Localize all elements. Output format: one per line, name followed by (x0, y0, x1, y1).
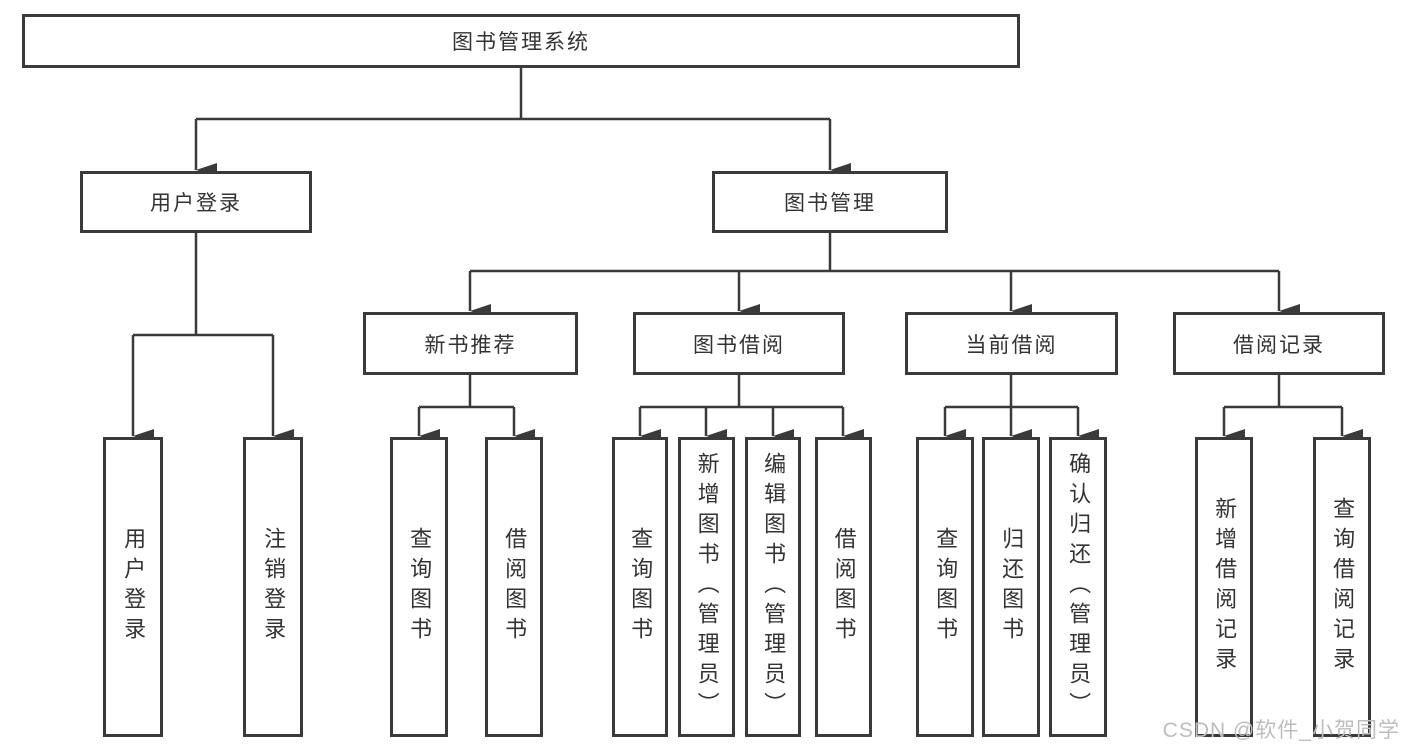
node-bb-add: 新增图书（管理员） (678, 437, 735, 737)
node-label: 借阅记录 (1233, 333, 1325, 357)
edge-book-mgmt-trunk (470, 233, 1279, 273)
node-label: 新书推荐 (424, 333, 517, 357)
node-label: 查询图书 (933, 527, 959, 647)
node-label: 借阅图书 (502, 527, 528, 647)
node-label: 注销登录 (261, 527, 287, 647)
node-label: 用户登录 (121, 527, 147, 647)
node-label: 查询图书 (628, 527, 654, 647)
node-label: 用户登录 (150, 192, 242, 215)
node-br-query: 查询借阅记录 (1313, 437, 1371, 737)
node-br-add: 新增借阅记录 (1195, 437, 1253, 737)
node-current-borrow: 当前借阅 (905, 312, 1118, 375)
node-user-login-group: 用户登录 (80, 171, 312, 233)
node-label: 查询借阅记录 (1330, 497, 1356, 677)
node-book-borrow: 图书借阅 (633, 312, 845, 375)
node-logout: 注销登录 (243, 437, 303, 737)
node-nbr-borrow: 借阅图书 (485, 437, 543, 737)
node-cb-query: 查询图书 (916, 437, 974, 737)
node-label: 新增借阅记录 (1212, 497, 1238, 677)
node-new-book-rec: 新书推荐 (363, 312, 578, 375)
node-label: 当前借阅 (965, 333, 1058, 357)
edge-new-book-rec-trunk (419, 375, 514, 409)
node-label: 归还图书 (999, 527, 1025, 647)
node-label: 编辑图书（管理员） (761, 452, 787, 722)
node-label: 确认归还（管理员） (1066, 452, 1092, 722)
node-label: 图书管理系统 (452, 31, 590, 54)
node-bb-query: 查询图书 (612, 437, 668, 737)
node-label: 新增图书（管理员） (694, 452, 720, 722)
node-borrow-records: 借阅记录 (1173, 312, 1385, 375)
node-label: 图书管理 (784, 192, 876, 215)
edge-current-borrow-trunk (945, 375, 1078, 409)
node-cb-return: 归还图书 (982, 437, 1040, 737)
edge-user-login-trunk (133, 233, 273, 337)
node-user-login: 用户登录 (103, 437, 163, 737)
node-root: 图书管理系统 (22, 14, 1020, 68)
node-label: 查询图书 (407, 527, 433, 647)
node-cb-confirm: 确认归还（管理员） (1049, 437, 1107, 737)
node-label: 图书借阅 (693, 333, 785, 357)
edge-borrow-records-trunk (1224, 375, 1342, 409)
node-bb-borrow: 借阅图书 (815, 437, 872, 737)
edge-root-trunk (196, 68, 830, 121)
node-nbr-query: 查询图书 (390, 437, 448, 737)
csdn-watermark: CSDN @软件_小贺同学 (1162, 719, 1400, 742)
node-book-mgmt: 图书管理 (712, 171, 948, 233)
node-bb-edit: 编辑图书（管理员） (745, 437, 801, 737)
edge-book-borrow-trunk (640, 375, 843, 409)
node-label: 借阅图书 (831, 527, 857, 647)
